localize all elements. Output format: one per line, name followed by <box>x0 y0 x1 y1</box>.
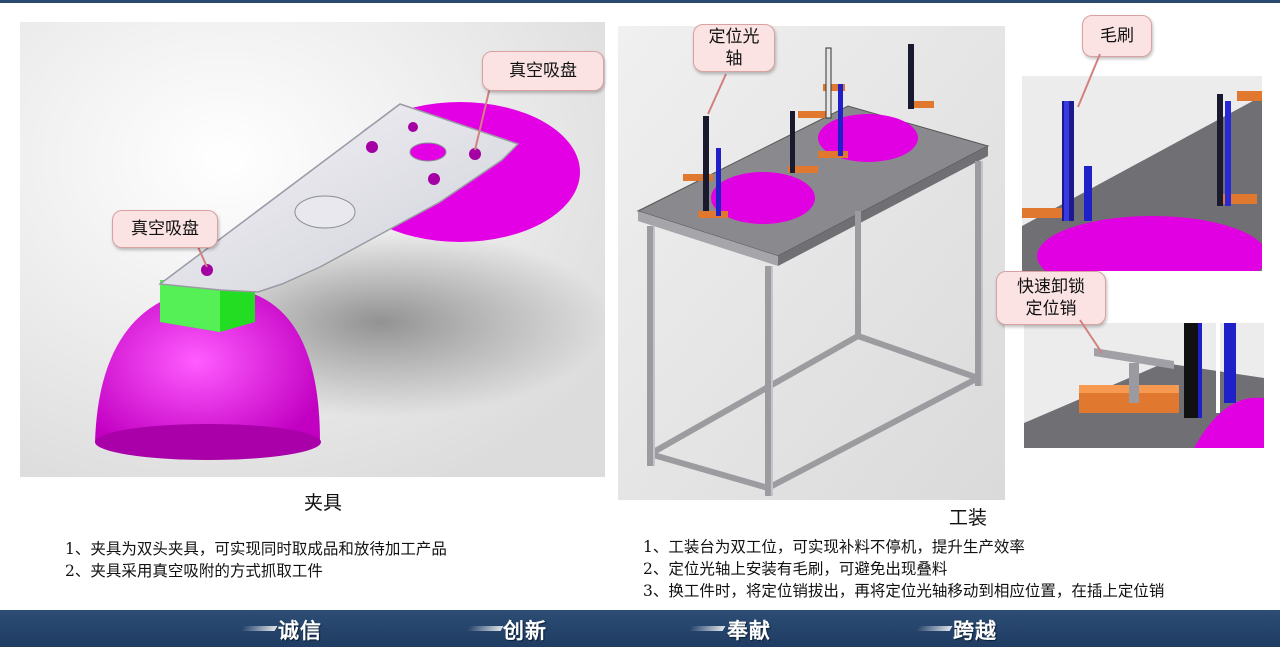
fixture-note-2: 2、夹具采用真空吸附的方式抓取工件 <box>65 562 323 580</box>
workbench-caption: 工装 <box>949 507 988 529</box>
workbench-notes: 1、工装台为双工位，可实现补料不停机，提升生产效率 2、定位光轴上安装有毛刷，可… <box>643 536 1164 602</box>
fixture-notes: 1、夹具为双头夹具，可实现同时取成品和放待加工产品 2、夹具采用真空吸附的方式抓… <box>65 538 447 582</box>
footer-streak-1 <box>240 626 278 631</box>
callout-brush-pointer <box>1077 53 1101 108</box>
callout-quick-release-pin: 快速卸锁 定位销 <box>996 271 1106 325</box>
callout-positioning-shaft: 定位光 轴 <box>693 24 775 72</box>
callout-vacuum-cup-left: 真空吸盘 <box>112 210 218 248</box>
footer-streak-3 <box>688 626 726 631</box>
callout-quick-release-pin-line1: 快速卸锁 <box>1017 277 1085 297</box>
callout-pin-pointer <box>1079 319 1103 354</box>
footer-item-innovation: 创新 <box>503 619 547 643</box>
callout-vacuum-cup-top: 真空吸盘 <box>482 51 604 91</box>
fixture-image <box>20 22 610 477</box>
top-rule <box>0 0 1280 3</box>
footer-banner: 诚信 创新 奉献 跨越 <box>0 610 1280 647</box>
fixture-note-1: 1、夹具为双头夹具，可实现同时取成品和放待加工产品 <box>65 540 447 558</box>
footer-streak-2 <box>466 626 504 631</box>
workbench-note-3: 3、换工件时，将定位销拔出，再将定位光轴移动到相应位置，在插上定位销 <box>643 582 1165 600</box>
footer-item-integrity: 诚信 <box>278 619 322 643</box>
callout-positioning-shaft-line2: 轴 <box>725 49 743 69</box>
workbench-image <box>618 26 1005 500</box>
callout-positioning-shaft-line1: 定位光 <box>708 27 760 47</box>
callout-quick-release-pin-line2: 定位销 <box>1025 299 1077 319</box>
brush-detail-image <box>1022 76 1267 296</box>
workbench-note-2: 2、定位光轴上安装有毛刷，可避免出现叠料 <box>643 560 948 578</box>
locking-pin-detail-image <box>1024 323 1264 448</box>
callout-brush: 毛刷 <box>1082 15 1152 57</box>
fixture-caption: 夹具 <box>304 492 343 514</box>
footer-item-dedication: 奉献 <box>727 619 771 643</box>
footer-item-leap: 跨越 <box>953 619 997 643</box>
footer-streak-4 <box>915 626 953 631</box>
workbench-note-1: 1、工装台为双工位，可实现补料不停机，提升生产效率 <box>643 538 1025 556</box>
